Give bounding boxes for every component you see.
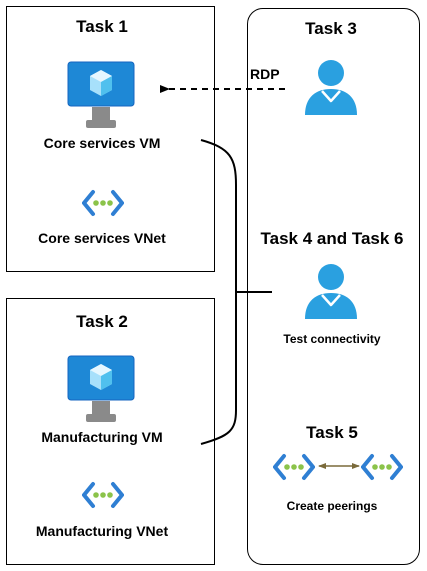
virtual-machine-icon xyxy=(67,355,135,422)
virtual-network-icon xyxy=(273,454,315,480)
task1-title: Task 1 xyxy=(76,17,128,36)
rdp-label: RDP xyxy=(250,66,280,82)
user-icon xyxy=(305,60,357,115)
manufacturing-vm-label: Manufacturing VM xyxy=(41,429,163,445)
core-services-vm-label: Core services VM xyxy=(43,135,161,151)
task2-title: Task 2 xyxy=(76,312,128,331)
core-services-vnet-label: Core services VNet xyxy=(38,230,166,246)
task2-box xyxy=(6,298,215,565)
manufacturing-vnet-label: Manufacturing VNet xyxy=(35,523,169,539)
virtual-network-icon xyxy=(82,190,124,216)
virtual-machine-icon xyxy=(67,61,135,128)
task3-title: Task 3 xyxy=(305,19,357,38)
task5-title: Task 5 xyxy=(306,423,358,442)
bracket-connector xyxy=(200,139,237,445)
virtual-network-icon xyxy=(361,454,403,480)
virtual-network-icon xyxy=(82,482,124,508)
task1-box xyxy=(6,6,215,272)
test-connectivity-label: Test connectivity xyxy=(283,332,381,346)
user-icon xyxy=(305,264,357,319)
create-peerings-label: Create peerings xyxy=(286,499,378,513)
task4-and-6-title: Task 4 and Task 6 xyxy=(260,229,404,248)
